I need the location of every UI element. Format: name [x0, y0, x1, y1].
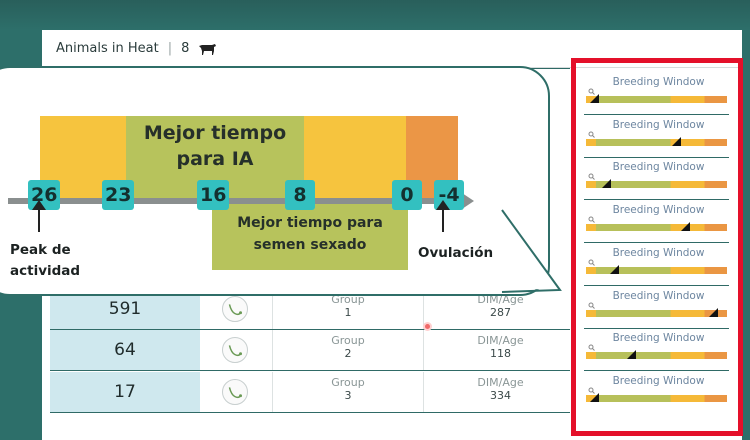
breeding-window-marker — [627, 350, 637, 360]
breeding-window-divider — [584, 114, 729, 115]
app-frame — [0, 0, 750, 30]
breeding-window-bar — [586, 181, 727, 189]
breeding-window-divider — [584, 242, 729, 244]
breeding-window-item[interactable]: Breeding Window — [586, 159, 731, 195]
timeline-arrow-icon — [462, 193, 474, 209]
dim-age-cell: DIM/Age 118 — [426, 330, 576, 370]
breeding-window-divider — [584, 156, 729, 158]
group-label: Group — [331, 334, 365, 347]
header-separator: | — [167, 41, 173, 56]
group-value: 2 — [344, 347, 352, 360]
dim-age-cell: DIM/Age 287 — [426, 289, 576, 329]
tick-0: 0 — [392, 180, 422, 210]
ovulation-label: Ovulación — [418, 245, 494, 261]
tick-16: 16 — [197, 180, 230, 210]
group-cell: Group 3 — [272, 372, 424, 412]
sexed-semen-band — [212, 200, 408, 270]
breeding-window-bar — [586, 266, 727, 274]
breeding-window-divider — [584, 370, 729, 372]
breeding-window-divider — [584, 327, 729, 329]
breeding-window-bar — [586, 224, 727, 232]
tick-23: 23 — [102, 180, 135, 210]
dim-age-label: DIM/Age — [477, 376, 524, 389]
breeding-window-marker — [610, 264, 620, 274]
breeding-window-title: Breeding Window — [612, 374, 705, 387]
breeding-window-marker — [672, 136, 682, 146]
breeding-window-marker — [590, 392, 600, 402]
breeding-window-divider — [584, 199, 729, 201]
zoom-icon[interactable] — [588, 344, 595, 352]
breeding-window-bar — [586, 394, 727, 402]
activity-curve-icon[interactable] — [222, 337, 248, 363]
breeding-window-item[interactable]: Breeding Window — [586, 117, 731, 153]
zoom-icon[interactable] — [588, 302, 595, 309]
breeding-window-divider — [584, 284, 729, 286]
breeding-window-marker — [590, 94, 600, 103]
dim-age-value: 118 — [490, 347, 511, 360]
group-value: 3 — [344, 389, 352, 402]
table-row[interactable]: 17 Group 3 DIM/Age 334 — [50, 372, 576, 413]
dim-age-cell: DIM/Age 334 — [426, 372, 576, 412]
animal-count: 8 — [181, 41, 190, 56]
breeding-window-title: Breeding Window — [612, 332, 705, 345]
animal-id[interactable]: 17 — [50, 372, 200, 412]
panel-title: Animals in Heat — [56, 41, 159, 56]
breeding-window-marker — [601, 179, 611, 189]
zoom-icon[interactable] — [588, 216, 595, 223]
activity-curve-cell[interactable] — [200, 330, 270, 370]
dim-age-label: DIM/Age — [477, 334, 524, 347]
ovulation-arrow-icon — [436, 200, 450, 232]
breeding-window-marker — [680, 222, 690, 232]
activity-curve-icon[interactable] — [222, 379, 248, 405]
peak-activity-label: Peak de actividad — [10, 242, 81, 279]
breeding-window-title: Breeding Window — [612, 289, 705, 302]
group-label: Group — [331, 293, 365, 306]
group-cell: Group 1 — [272, 289, 424, 329]
group-value: 1 — [344, 306, 352, 319]
zoom-icon[interactable] — [588, 173, 595, 181]
breeding-window-title: Breeding Window — [612, 204, 705, 217]
breeding-window-item[interactable]: Breeding Window — [586, 373, 731, 409]
group-label: Group — [331, 376, 365, 389]
breeding-window-title: Breeding Window — [612, 246, 705, 259]
activity-curve-cell[interactable] — [200, 372, 270, 412]
breeding-window-item[interactable]: Breeding Window — [586, 74, 731, 110]
breeding-window-bar — [586, 96, 727, 103]
zoom-icon[interactable] — [588, 131, 595, 138]
peak-arrow-icon — [32, 200, 46, 232]
breeding-window-item[interactable]: Breeding Window — [586, 245, 731, 281]
late-window-band — [304, 116, 406, 200]
breeding-window-item[interactable]: Breeding Window — [586, 202, 731, 238]
best-time-ai-label: Mejor tiempo para IA — [143, 122, 287, 170]
breeding-window-bar — [586, 352, 727, 360]
dim-age-value: 334 — [490, 389, 511, 402]
breeding-window-highlight — [571, 58, 743, 436]
group-cell: Group 2 — [272, 330, 424, 370]
dim-age-label: DIM/Age — [477, 293, 524, 306]
animal-id[interactable]: 64 — [50, 330, 200, 370]
breeding-window-title: Breeding Window — [612, 76, 705, 88]
tick-8: 8 — [285, 180, 315, 210]
breeding-window-item[interactable]: Breeding Window — [586, 330, 731, 366]
breeding-window-title: Breeding Window — [612, 161, 705, 174]
callout-pointer — [501, 208, 562, 293]
breeding-window-marker — [708, 307, 718, 317]
breeding-window-item[interactable]: Breeding Window — [586, 288, 731, 324]
zoom-icon[interactable] — [588, 259, 595, 266]
timeline-axis — [8, 198, 466, 204]
activity-curve-icon[interactable] — [222, 296, 248, 322]
table-row[interactable]: 64 Group 2 DIM/Age 118 — [50, 330, 576, 371]
cow-icon — [199, 43, 217, 55]
breeding-window-bar — [586, 138, 727, 146]
dim-age-value: 287 — [490, 306, 511, 319]
cursor-indicator — [423, 322, 432, 331]
breeding-window-bar — [586, 309, 727, 317]
best-time-sexed-label: Mejor tiempo para semen sexado — [237, 215, 383, 253]
activity-curve-cell[interactable] — [200, 289, 270, 329]
breeding-window-title: Breeding Window — [612, 118, 705, 131]
